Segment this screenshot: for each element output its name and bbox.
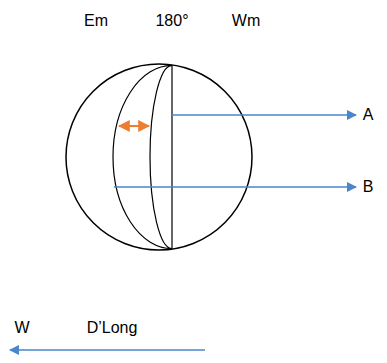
meridian-arc (150, 65, 172, 248)
meridian-label: 180° (154, 13, 189, 29)
position-arrow (114, 186, 356, 188)
globe-outline (66, 64, 252, 250)
point-label: A (362, 107, 375, 123)
point-label: B (362, 179, 375, 195)
dlong-arrow (119, 125, 149, 127)
direction-arrow (10, 349, 205, 351)
meridian-arc (113, 65, 172, 248)
dlong-label: D’Long (86, 320, 139, 336)
meridian-180 (171, 65, 172, 248)
meridian-label: Em (83, 13, 109, 29)
meridian-label: Wm (231, 13, 261, 29)
direction-label: W (13, 320, 30, 336)
position-arrow (172, 114, 356, 116)
